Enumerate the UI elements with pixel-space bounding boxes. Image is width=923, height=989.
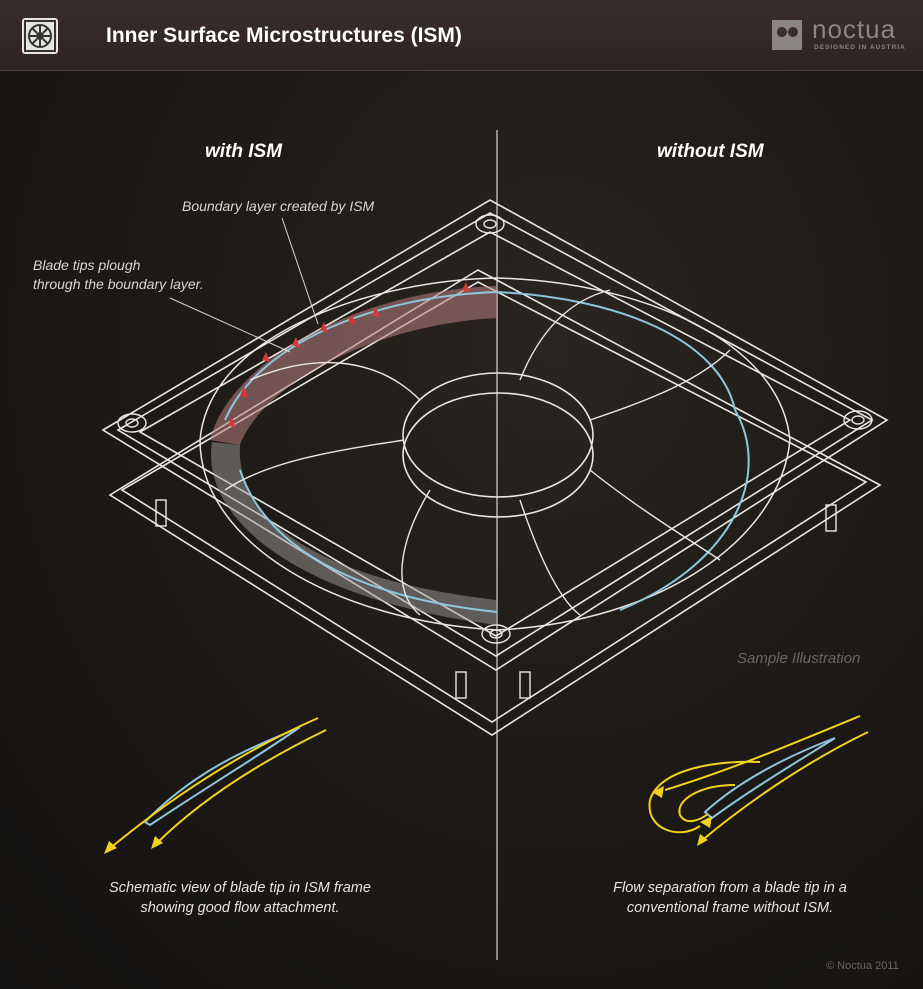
heading-without-ism: without ISM <box>657 141 764 162</box>
fan-rotor-ring <box>199 277 791 631</box>
mount-pegs <box>155 499 837 699</box>
caption-left: Schematic view of blade tip in ISM frame… <box>60 878 420 918</box>
left-flow-schematic <box>104 717 327 854</box>
heading-with-ism: with ISM <box>205 141 283 162</box>
caption-left-line1: Schematic view of blade tip in ISM frame <box>109 880 371 896</box>
brand-logo: noctua DESIGNED IN AUSTRIA <box>768 14 918 58</box>
caption-right-line1: Flow separation from a blade tip in a <box>613 880 847 896</box>
brand-name: noctua <box>812 14 897 44</box>
copyright: © Noctua 2011 <box>826 960 899 972</box>
right-flow-schematic <box>648 715 869 846</box>
page-title: Inner Surface Microstructures (ISM) <box>106 24 462 47</box>
caption-left-line2: showing good flow attachment. <box>140 900 340 916</box>
boundary-layer-band <box>210 286 497 445</box>
annotation-pointers <box>169 217 319 353</box>
ism-microstructures <box>228 282 470 428</box>
caption-right: Flow separation from a blade tip in a co… <box>560 878 900 918</box>
header-bar: Inner Surface Microstructures (ISM) noct… <box>0 0 923 71</box>
brand-tagline: DESIGNED IN AUSTRIA <box>814 44 906 51</box>
fan-logo-icon <box>22 18 58 54</box>
fan-hub <box>402 372 594 518</box>
annotation-blade-tips-2: through the boundary layer. <box>33 276 204 292</box>
annotation-blade-tips-1: Blade tips plough <box>33 257 141 273</box>
sample-illustration-label: Sample Illustration <box>737 650 861 667</box>
annotation-boundary-layer: Boundary layer created by ISM <box>182 198 375 214</box>
brand-owl-icon <box>772 20 802 50</box>
caption-right-line2: conventional frame without ISM. <box>626 900 834 916</box>
fan-blades <box>224 289 731 616</box>
mount-holes <box>117 214 873 644</box>
boundary-layer-lower <box>211 442 498 625</box>
